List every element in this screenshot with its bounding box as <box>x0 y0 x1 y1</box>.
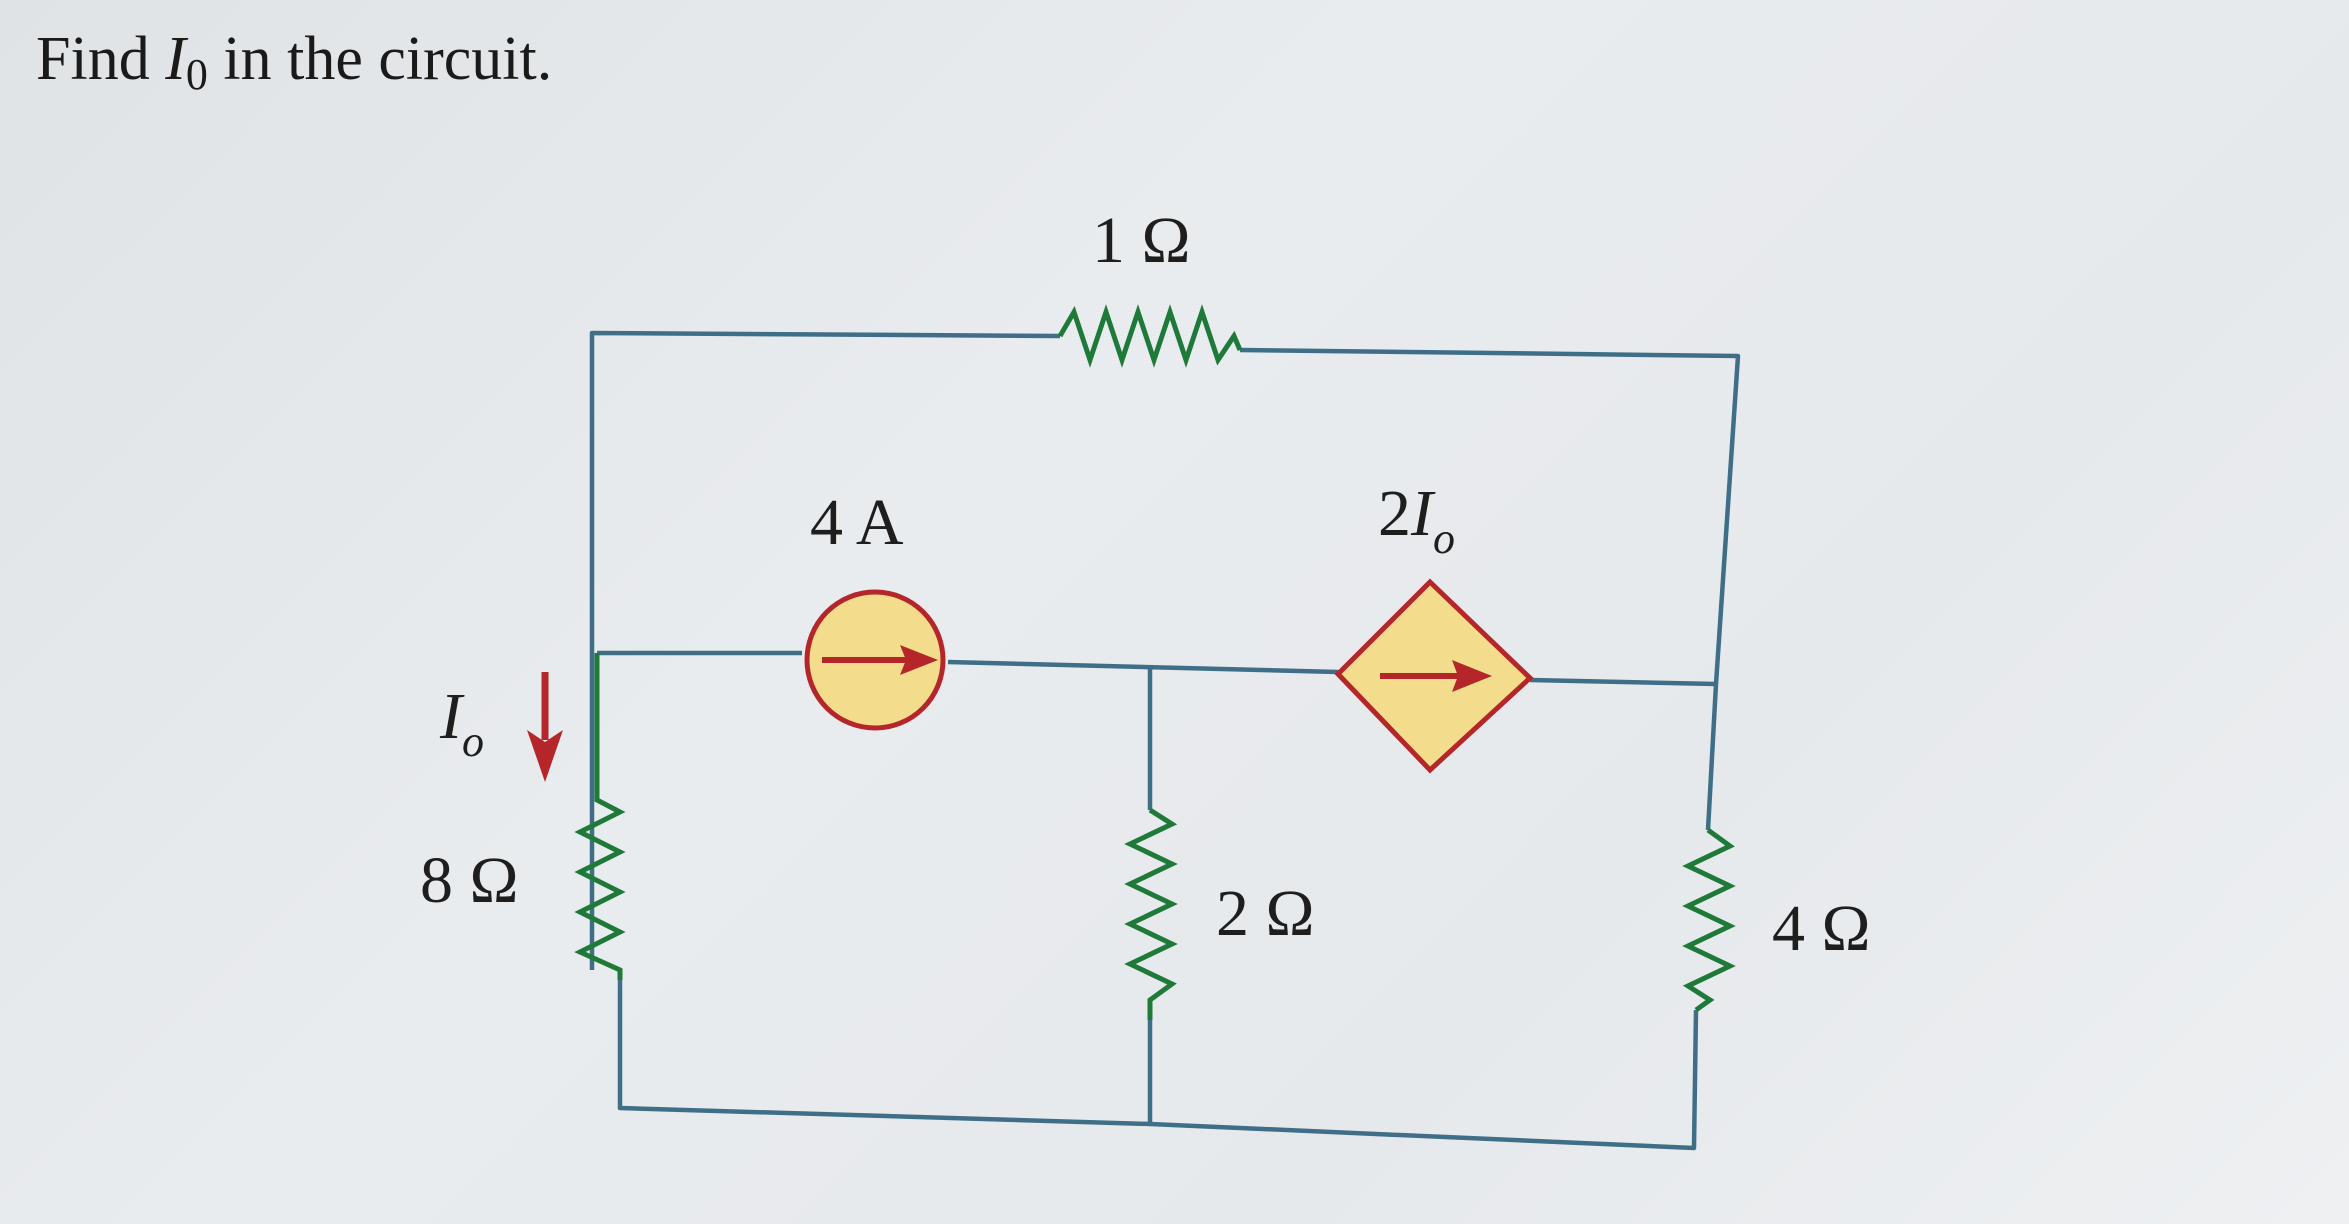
problem-variable-sub: 0 <box>185 50 208 99</box>
resistor-4ohm <box>1682 827 1736 1013</box>
source-arrow-icon <box>900 645 938 675</box>
label-io-sub: o <box>462 717 484 766</box>
wire-right-down <box>1705 683 1719 831</box>
io-arrow <box>527 672 563 782</box>
label-2io: 2Io <box>1378 477 1455 563</box>
label-1ohm: 1 Ω <box>1092 204 1191 277</box>
label-io: Io <box>439 680 484 766</box>
wire-top-right <box>1239 347 1741 685</box>
label-2ohm: 2 Ω <box>1216 877 1315 950</box>
problem-suffix: in the circuit. <box>207 25 553 93</box>
label-2io-sub: o <box>1433 514 1455 563</box>
current-source-4a <box>804 589 946 731</box>
down-arrow-icon <box>527 730 563 782</box>
wire-left-bottom <box>617 980 1699 1151</box>
problem-prefix: Find <box>36 25 166 93</box>
dependent-source-2io <box>1334 578 1534 774</box>
label-8ohm: 8 Ω <box>420 844 519 917</box>
resistor-2ohm <box>1124 807 1178 1020</box>
resistor-1ohm <box>1057 304 1243 368</box>
label-2io-coeff: 2 <box>1378 477 1411 550</box>
dep-source-arrow-icon <box>1452 660 1492 692</box>
label-4ohm: 4 Ω <box>1772 892 1871 965</box>
wire-top-left <box>589 330 1061 970</box>
label-4a: 4 A <box>810 486 904 559</box>
resistor-8ohm <box>574 653 626 980</box>
problem-statement: Find I0 in the circuit. <box>36 24 553 97</box>
wire-dep-to-right <box>1529 677 1717 687</box>
wire-source-to-dep <box>947 659 1339 675</box>
problem-variable: I <box>165 25 186 93</box>
label-io-var: I <box>439 680 465 753</box>
label-2io-var: I <box>1410 477 1436 550</box>
